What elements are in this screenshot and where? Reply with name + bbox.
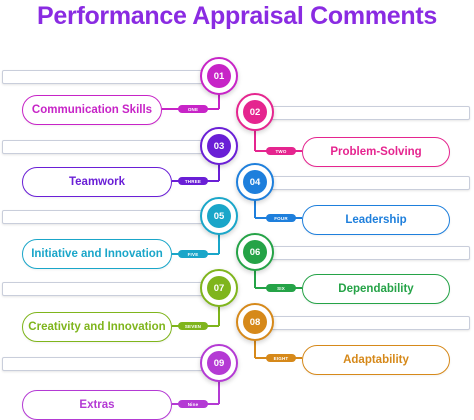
step-7-circle: 07 [200, 269, 238, 307]
step-9-tag: Nine [178, 400, 208, 408]
step-8-number: 08 [243, 310, 267, 334]
step-9-number: 09 [207, 351, 231, 375]
step-3-connector-vertical [218, 164, 220, 181]
step-5-circle: 05 [200, 197, 238, 235]
step-5-tag: FIVE [178, 250, 208, 258]
step-2-label: Problem-Solving [302, 137, 450, 167]
step-6-label: Dependability [302, 274, 450, 304]
step-6-tag: SIX [266, 284, 296, 292]
step-3-bar [2, 140, 221, 154]
step-4-bar [255, 176, 470, 190]
step-2-connector-vertical [254, 130, 256, 151]
page-title: Performance Appraisal Comments [37, 2, 437, 30]
step-4-connector-vertical [254, 200, 256, 218]
step-1-connector-vertical [218, 94, 220, 109]
step-3-tag: THREE [178, 177, 208, 185]
step-7-tag: SEVEN [178, 322, 208, 330]
step-1-bar [2, 70, 221, 84]
step-4-circle: 04 [236, 163, 274, 201]
step-9-bar [2, 357, 221, 371]
step-3-number: 03 [207, 134, 231, 158]
step-5-bar [2, 210, 221, 224]
step-5-connector-vertical [218, 234, 220, 254]
step-9-circle: 09 [200, 344, 238, 382]
step-8-label: Adaptability [302, 345, 450, 375]
step-6-bar [255, 246, 470, 260]
step-7-number: 07 [207, 276, 231, 300]
step-8-circle: 08 [236, 303, 274, 341]
step-2-number: 02 [243, 100, 267, 124]
step-3-circle: 03 [200, 127, 238, 165]
step-1-number: 01 [207, 64, 231, 88]
step-7-label: Creativity and Innovation [22, 312, 172, 342]
step-7-bar [2, 282, 221, 296]
step-8-bar [255, 316, 470, 330]
step-9-label: Extras [22, 390, 172, 420]
step-3-label: Teamwork [22, 167, 172, 197]
step-1-circle: 01 [200, 57, 238, 95]
step-7-connector-vertical [218, 306, 220, 326]
step-2-tag: TWO [266, 147, 296, 155]
step-6-number: 06 [243, 240, 267, 264]
step-4-label: Leadership [302, 205, 450, 235]
step-4-number: 04 [243, 170, 267, 194]
step-2-circle: 02 [236, 93, 274, 131]
step-9-connector-vertical [218, 381, 220, 404]
step-8-connector-vertical [254, 340, 256, 358]
step-4-tag: FOUR [266, 214, 296, 222]
step-6-connector-vertical [254, 270, 256, 288]
step-1-label: Communication Skills [22, 95, 162, 125]
step-2-bar [255, 106, 470, 120]
step-5-label: Initiative and Innovation [22, 239, 172, 269]
step-6-circle: 06 [236, 233, 274, 271]
step-1-tag: ONE [178, 105, 208, 113]
step-8-tag: EIGHT [266, 354, 296, 362]
step-5-number: 05 [207, 204, 231, 228]
